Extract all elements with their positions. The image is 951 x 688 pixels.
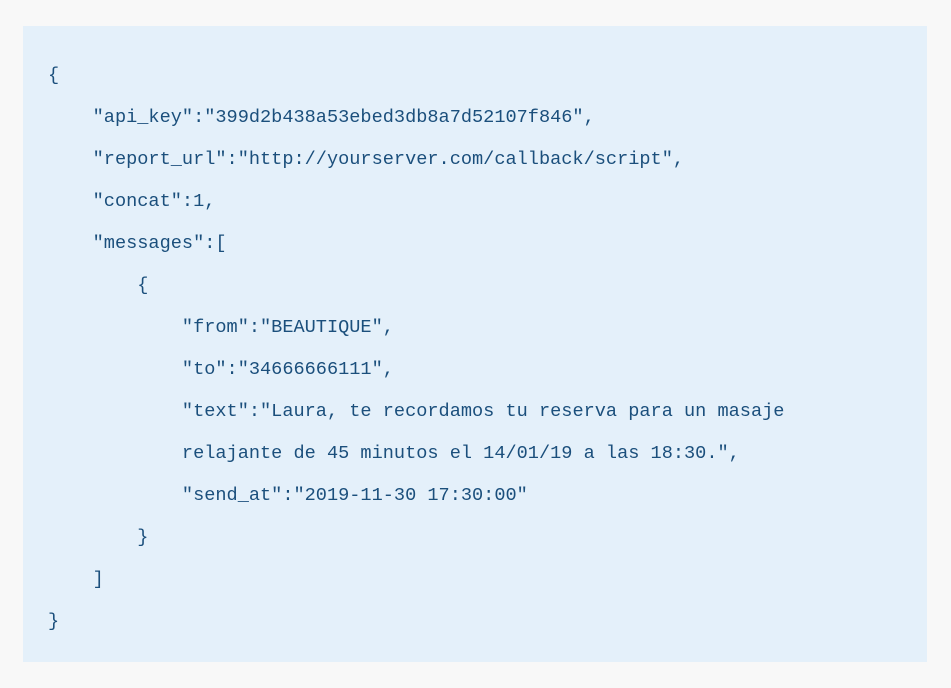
indent [48,527,137,548]
code-text: { [137,275,149,296]
indent [48,275,137,296]
indent [48,233,93,254]
code-text: "text":"Laura, te recordamos tu reserva … [181,401,785,422]
code-line-api-key: "api_key":"399d2b438a53ebed3db8a7d52107f… [48,97,927,139]
indent [48,107,93,128]
code-line-open-brace: { [48,55,927,97]
indent [48,443,182,464]
code-text: "concat":1, [92,191,216,212]
code-text: "messages":[ [92,233,227,254]
code-line-from: "from":"BEAUTIQUE", [48,307,927,349]
code-line-text-continued: relajante de 45 minutos el 14/01/19 a la… [48,433,927,475]
indent [48,359,182,380]
indent [48,191,93,212]
indent [48,485,182,506]
code-text: { [48,65,60,86]
code-line-messages: "messages":[ [48,223,927,265]
code-line-concat: "concat":1, [48,181,927,223]
code-text: "to":"34666666111", [181,359,394,380]
code-line-report-url: "report_url":"http://yourserver.com/call… [48,139,927,181]
code-line-close-brace: } [48,601,927,643]
json-code-block: { "api_key":"399d2b438a53ebed3db8a7d5210… [23,26,927,662]
indent [48,317,182,338]
code-text: "report_url":"http://yourserver.com/call… [92,149,685,170]
code-text: } [48,611,60,632]
code-text: "api_key":"399d2b438a53ebed3db8a7d52107f… [92,107,595,128]
indent [48,401,182,422]
code-text: "from":"BEAUTIQUE", [181,317,394,338]
code-line-message-close: } [48,517,927,559]
code-text: relajante de 45 minutos el 14/01/19 a la… [181,443,740,464]
code-text: ] [92,569,104,590]
code-line-message-open: { [48,265,927,307]
indent [48,149,93,170]
code-line-text: "text":"Laura, te recordamos tu reserva … [48,391,927,433]
code-line-messages-close: ] [48,559,927,601]
code-line-to: "to":"34666666111", [48,349,927,391]
indent [48,569,93,590]
code-text: "send_at":"2019-11-30 17:30:00" [181,485,528,506]
code-line-send-at: "send_at":"2019-11-30 17:30:00" [48,475,927,517]
code-text: } [137,527,149,548]
